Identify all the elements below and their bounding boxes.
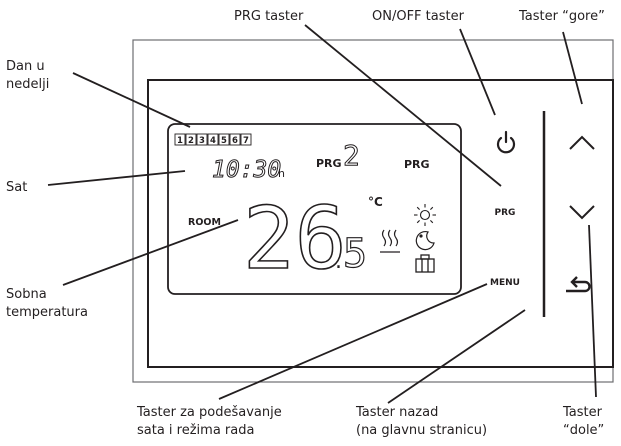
chevron-up-icon[interactable] bbox=[569, 135, 595, 150]
callout-down-button: Taster bbox=[562, 405, 603, 420]
callout-prg-button: PRG taster bbox=[234, 9, 304, 24]
callout-up-button: Taster “gore” bbox=[518, 9, 605, 24]
leader-lines bbox=[47, 24, 597, 404]
day-number: 4 bbox=[210, 136, 216, 146]
day-box bbox=[229, 133, 241, 146]
day-number: 3 bbox=[199, 136, 205, 146]
moon-icon bbox=[415, 231, 435, 251]
chevron-down-icon[interactable] bbox=[569, 205, 595, 220]
sun-icon bbox=[414, 204, 436, 226]
day-box bbox=[218, 133, 230, 146]
day-box bbox=[207, 133, 219, 146]
heating-icon bbox=[380, 229, 400, 253]
callout-down-button-2: “dole” bbox=[563, 423, 604, 438]
lcd-temperature-dot: . bbox=[335, 249, 342, 274]
callout-setup-button-2: sata i režima rada bbox=[137, 423, 254, 438]
day-number: 6 bbox=[232, 136, 238, 146]
day-box bbox=[240, 133, 252, 146]
callout-day-of-week-2: nedelji bbox=[6, 77, 49, 92]
suitcase-icon bbox=[415, 254, 435, 273]
power-icon bbox=[496, 130, 516, 154]
day-box bbox=[185, 133, 197, 146]
day-number: 7 bbox=[243, 136, 249, 146]
lcd-prg-right: PRG bbox=[404, 158, 430, 171]
day-number: 5 bbox=[221, 136, 227, 146]
lcd-prg-label: PRG bbox=[316, 157, 342, 170]
day-box bbox=[174, 133, 186, 146]
callout-back-button: Taster nazad bbox=[355, 405, 438, 420]
lcd-clock: 10:30 bbox=[212, 157, 281, 183]
lcd-temperature-unit: °C bbox=[368, 195, 383, 209]
lcd-room-label: ROOM bbox=[188, 217, 221, 228]
menu-button[interactable]: MENU bbox=[490, 278, 520, 288]
day-number: 1 bbox=[177, 136, 183, 146]
power-button[interactable] bbox=[496, 130, 516, 154]
callout-room-temp: Sobna bbox=[6, 287, 47, 302]
callout-day-of-week: Dan u bbox=[6, 59, 45, 74]
inner-frame bbox=[147, 79, 614, 368]
back-arrow-icon[interactable] bbox=[566, 276, 591, 293]
callout-setup-button: Taster za podešavanje bbox=[136, 405, 282, 420]
prg-button[interactable]: PRG bbox=[495, 208, 516, 218]
callout-back-button-2: (na glavnu stranicu) bbox=[356, 423, 487, 438]
callout-clock: Sat bbox=[6, 180, 27, 195]
lcd-temperature-main: 26 bbox=[243, 189, 347, 289]
lcd-clock-unit: h bbox=[278, 167, 285, 180]
lcd-prg-number: 2 bbox=[343, 139, 360, 172]
callout-onoff-button: ON/OFF taster bbox=[372, 9, 465, 24]
day-number: 2 bbox=[188, 136, 194, 146]
lcd-temperature-decimal: 5 bbox=[343, 231, 367, 277]
callout-room-temp-2: temperatura bbox=[6, 305, 88, 320]
day-box bbox=[196, 133, 208, 146]
day-of-week-indicator: 1 2 3 4 5 6 7 bbox=[174, 133, 252, 146]
